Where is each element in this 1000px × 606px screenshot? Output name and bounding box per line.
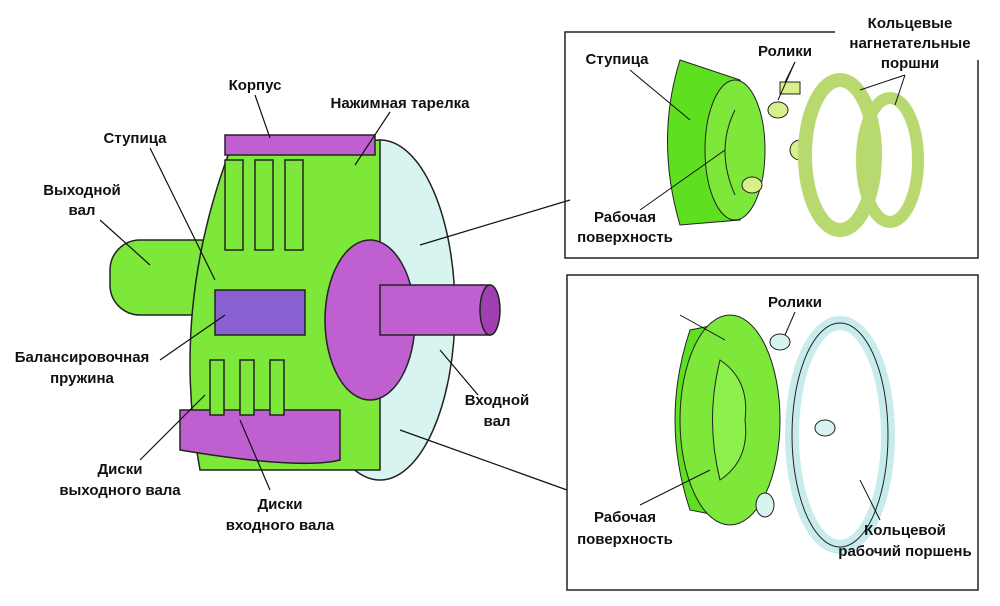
bottom-label-rollers: Ролики xyxy=(768,294,822,311)
bottom-label-piston-1: Кольцевой xyxy=(864,522,946,539)
input-shaft xyxy=(379,284,491,336)
housing-top xyxy=(224,134,376,156)
top-label-surface-1: Рабочая xyxy=(594,209,656,226)
top-label-rollers: Ролики xyxy=(758,43,812,60)
top-detail-panel xyxy=(564,31,979,259)
bottom-label-piston-2: рабочий поршень xyxy=(838,543,971,560)
label-pressure-plate: Нажимная тарелка xyxy=(330,95,470,112)
label-balance-spring-2: пружина xyxy=(50,370,114,387)
bottom-label-surface-2: поверхность xyxy=(577,531,673,548)
label-balance-spring-1: Балансировочная xyxy=(15,349,150,366)
housing-bottom xyxy=(179,409,341,465)
balance-spring xyxy=(214,289,306,336)
bottom-label-surface-1: Рабочая xyxy=(594,509,656,526)
leader-lines xyxy=(99,94,571,491)
label-korpus: Корпус xyxy=(229,77,282,94)
label-output-shaft-2: вал xyxy=(69,202,96,219)
top-label-pistons-2: нагнетательные xyxy=(849,35,970,52)
label-input-discs-1: Диски xyxy=(258,496,303,513)
label-input-shaft-1: Входной xyxy=(465,392,530,409)
bottom-detail-panel xyxy=(566,274,979,591)
label-input-discs-2: входного вала xyxy=(226,517,335,534)
top-label-hub: Ступица xyxy=(586,51,650,68)
top-label-surface-2: поверхность xyxy=(577,229,673,246)
label-input-shaft-2: вал xyxy=(484,413,511,430)
label-hub: Ступица xyxy=(104,130,168,147)
top-label-pistons-1: Кольцевые xyxy=(868,15,953,32)
label-output-shaft-1: Выходной xyxy=(43,182,121,199)
clutch-assembly xyxy=(109,134,501,481)
label-output-discs-1: Диски xyxy=(98,461,143,478)
top-label-pistons-3: поршни xyxy=(881,55,939,72)
label-output-discs-2: выходного вала xyxy=(59,482,181,499)
